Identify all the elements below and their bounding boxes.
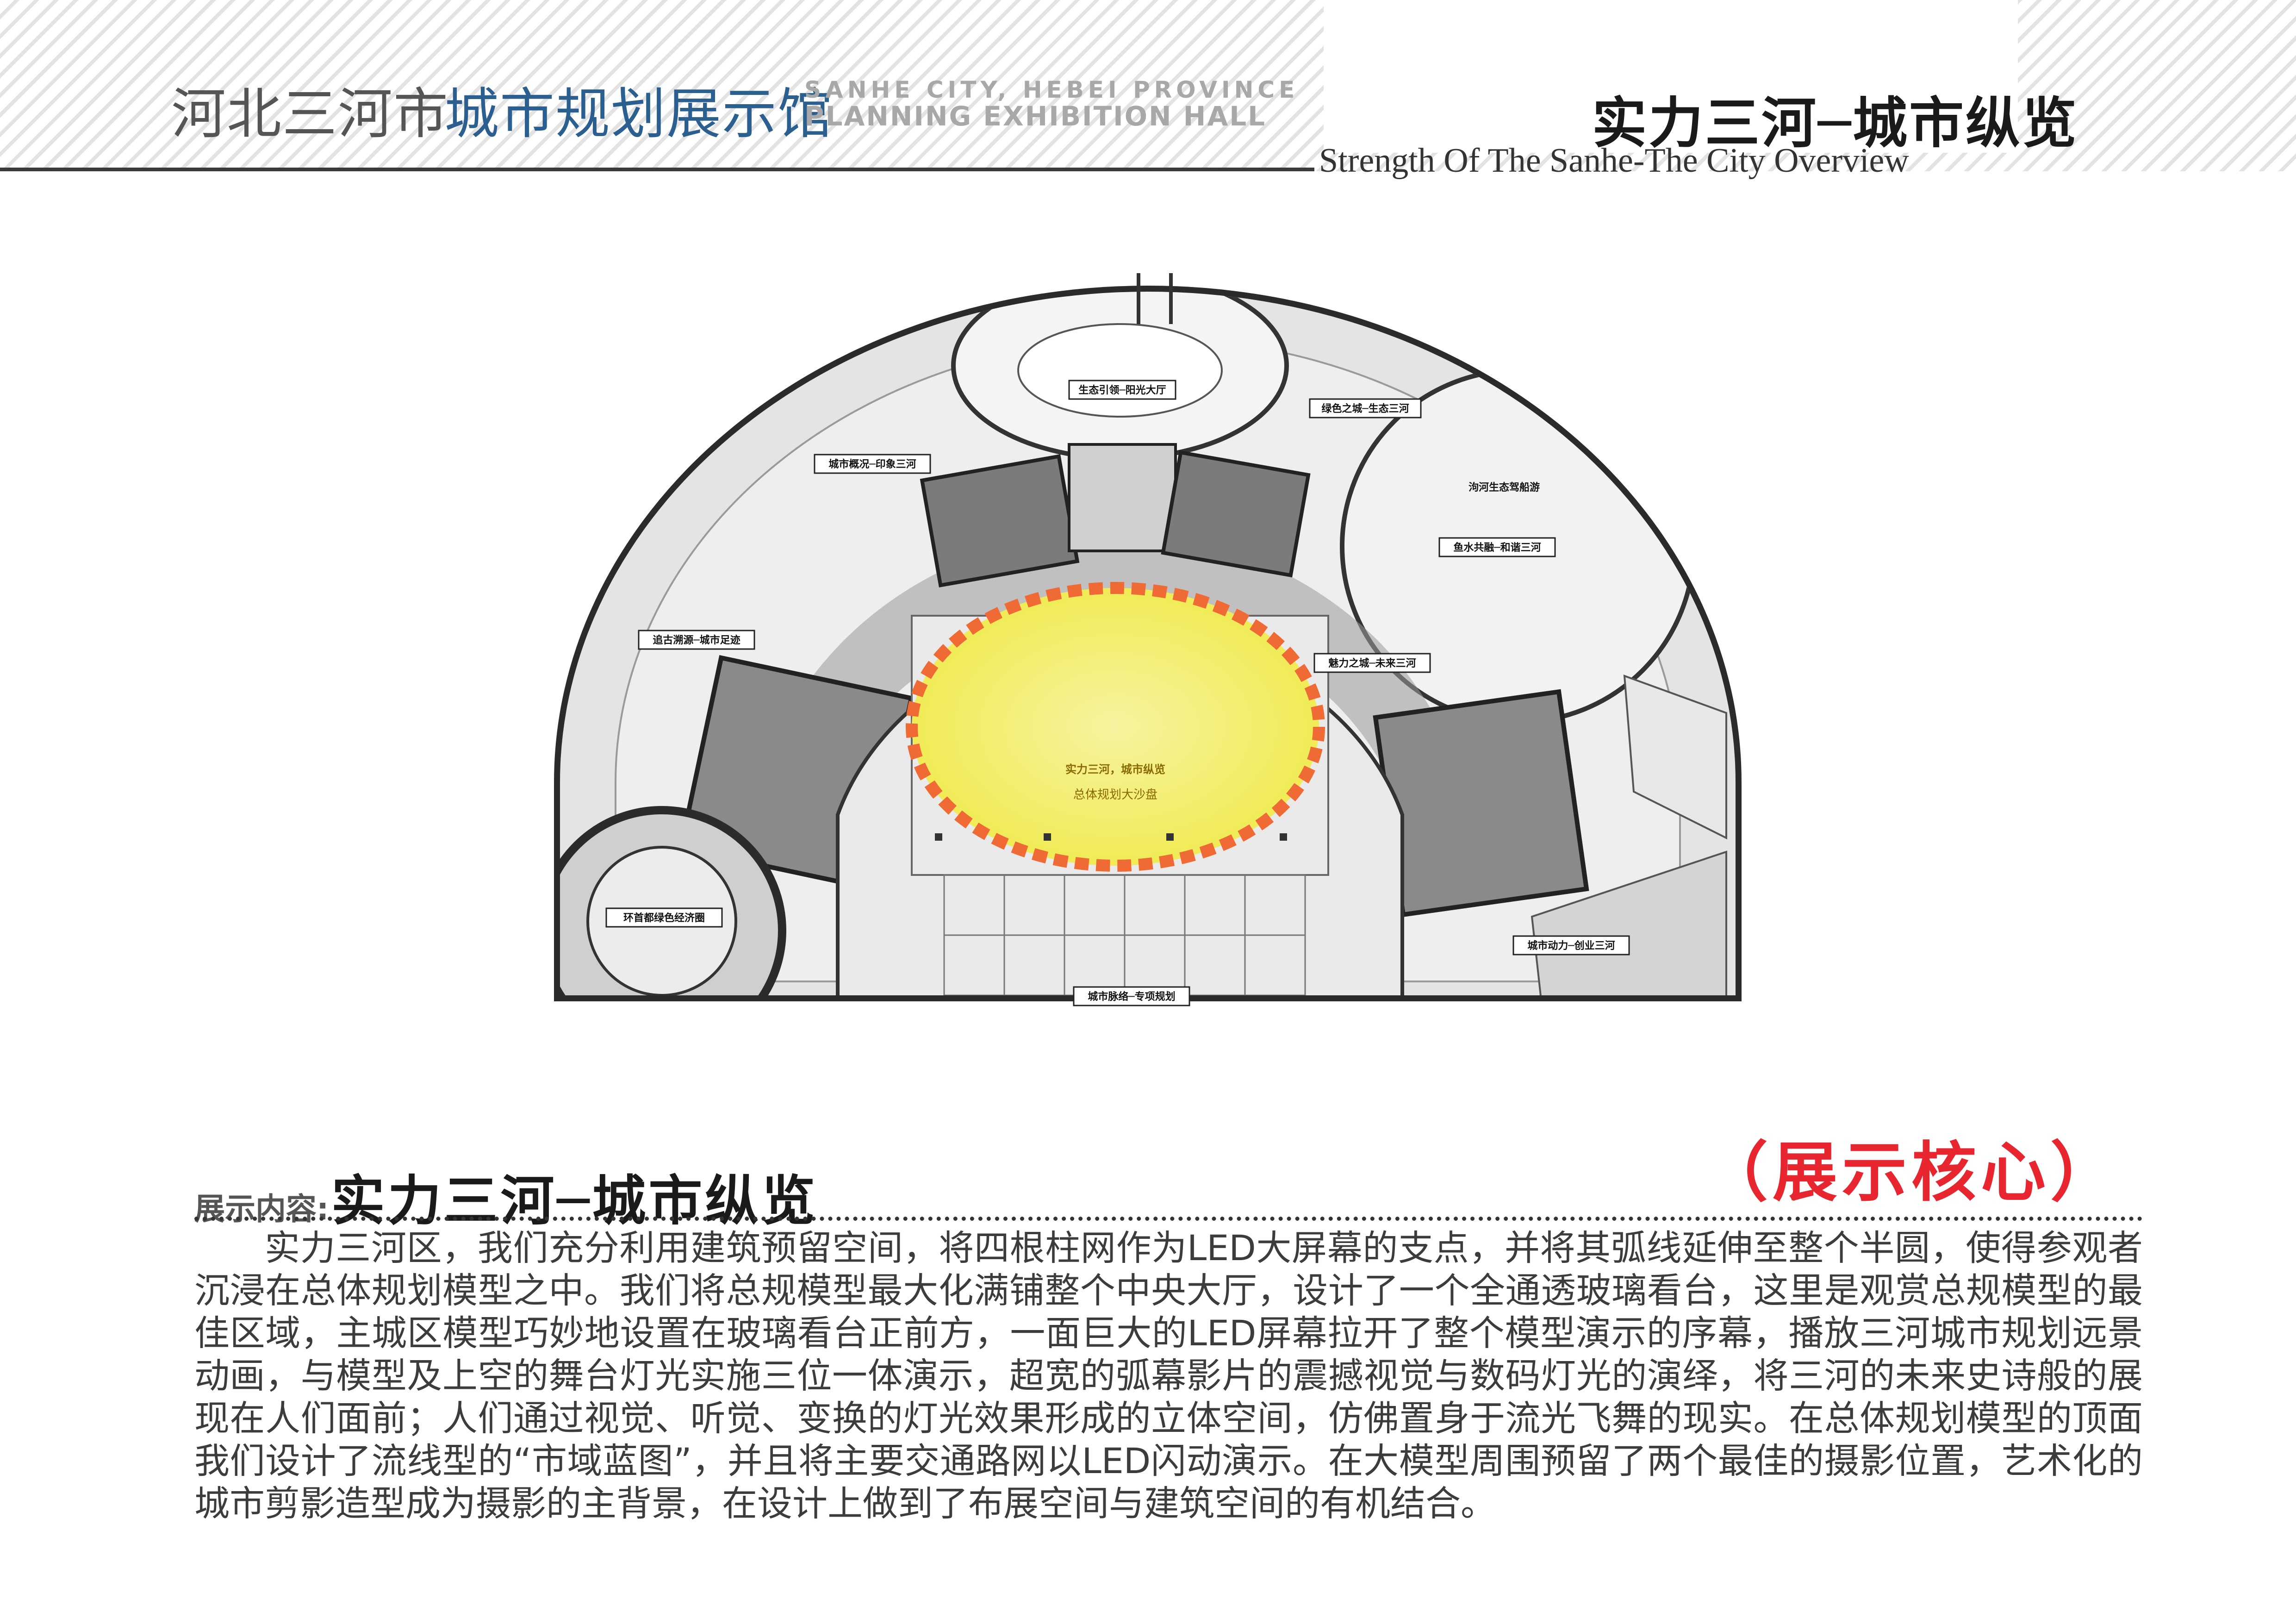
svg-text:环首都绿色经济圈: 环首都绿色经济圈 [623, 912, 705, 924]
zone-label-charm: 魅力之城─未来三河 [1313, 653, 1431, 673]
brand-city-name: 河北三河市 [171, 82, 449, 146]
zone-label-cruise: 泃河生态驾船游 [1468, 481, 1540, 493]
svg-text:城市概况─印象三河: 城市概况─印象三河 [828, 458, 916, 470]
brand-english: SANHE CITY, HEBEI PROVINCE PLANNING EXHI… [804, 78, 1299, 130]
brand-english-line1: SANHE CITY, HEBEI PROVINCE [804, 76, 1299, 103]
svg-text:城市动力─创业三河: 城市动力─创业三河 [1527, 940, 1615, 952]
svg-text:城市脉络─专项规划: 城市脉络─专项规划 [1088, 991, 1175, 1003]
zone-label-ring: 环首都绿色经济圈 [605, 907, 723, 928]
zone-label-trace: 追古溯源─城市足迹 [638, 630, 755, 650]
dotted-divider [194, 1217, 2143, 1221]
core-tag: （展示核心） [1703, 1135, 2120, 1211]
zone-label-power: 城市动力─创业三河 [1512, 935, 1630, 956]
floor-plan: 生态引领─阳光大厅 绿色之城─生态三河 城市概况─印象三河 泃河生态驾船游 鱼水… [554, 273, 1742, 1006]
zone-label-green: 绿色之城─生态三河 [1309, 398, 1422, 418]
svg-text:泃河生态驾船游: 泃河生态驾船游 [1468, 481, 1540, 493]
zone-label-fishwater: 鱼水共融─和谐三河 [1438, 537, 1556, 557]
svg-text:魅力之城─未来三河: 魅力之城─未来三河 [1328, 657, 1416, 669]
brand-english-line2: PLANNING EXHIBITION HALL [804, 100, 1267, 132]
svg-text:生态引领─阳光大厅: 生态引领─阳光大厅 [1078, 384, 1166, 396]
sandtable-model [906, 582, 1325, 872]
header-title-area [1324, 0, 2018, 153]
description-paragraph: 实力三河区，我们充分利用建筑预留空间，将四根柱网作为LED大屏幕的支点，并将其弧… [194, 1227, 2143, 1524]
brand-hall-name: 城市规划展示馆 [444, 82, 834, 146]
content-heading-value: 实力三河─城市纵览 [331, 1169, 818, 1232]
svg-text:绿色之城─生态三河: 绿色之城─生态三河 [1321, 403, 1409, 415]
content-heading-key: 展示内容: [194, 1191, 329, 1227]
zone-label-sunlight: 生态引领─阳光大厅 [1068, 380, 1176, 400]
header-rule [0, 168, 1314, 171]
zone-label-impression: 城市概况─印象三河 [814, 454, 931, 474]
sandtable-label-1: 实力三河，城市纵览 [1065, 763, 1165, 776]
content-heading: 展示内容: 实力三河─城市纵览 [194, 1157, 818, 1235]
section-title: 实力三河─城市纵览 [1592, 91, 2079, 155]
sandtable-label-2: 总体规划大沙盘 [1073, 788, 1157, 802]
zone-label-network: 城市脉络─专项规划 [1073, 986, 1190, 1006]
svg-text:鱼水共融─和谐三河: 鱼水共融─和谐三河 [1453, 542, 1541, 554]
section-subtitle: Strength Of The Sanhe-The City Overview [1319, 142, 1909, 180]
svg-text:追古溯源─城市足迹: 追古溯源─城市足迹 [653, 634, 740, 646]
